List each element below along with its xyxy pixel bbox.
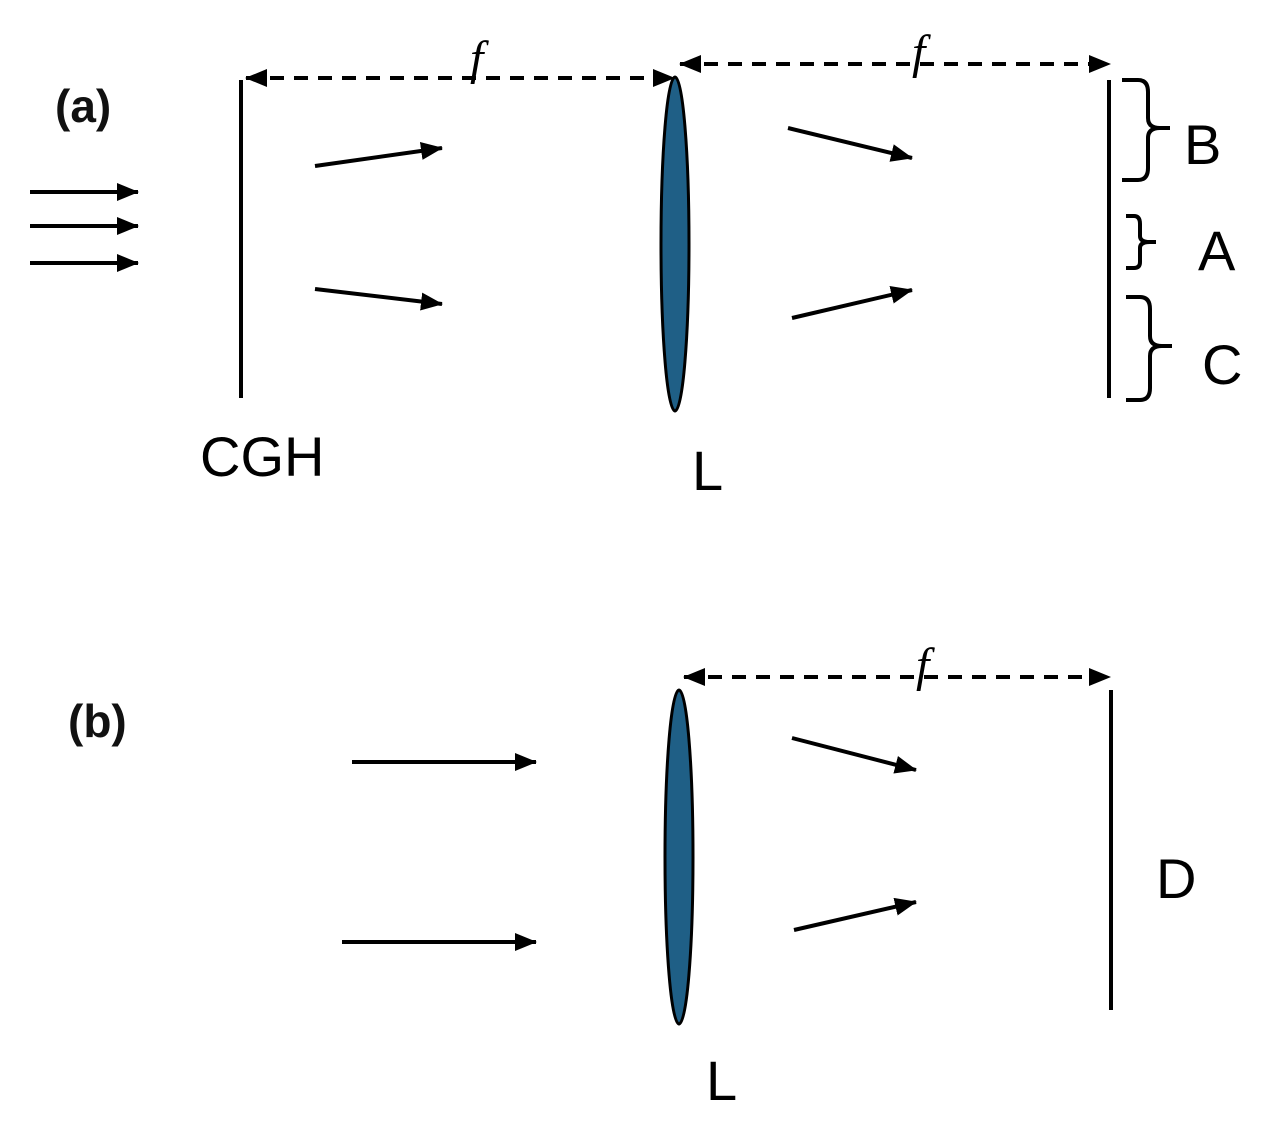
panel-a-label: (a) bbox=[55, 80, 111, 132]
brace-a bbox=[1126, 214, 1156, 270]
brace-b bbox=[1122, 78, 1170, 182]
cgh-label: CGH bbox=[200, 425, 324, 488]
focal-label-b: f bbox=[916, 639, 935, 692]
panel-b-incident-beams bbox=[342, 753, 537, 951]
panel-a-diffracted-rays bbox=[314, 142, 443, 311]
region-c-label: C bbox=[1202, 333, 1242, 396]
ray-down bbox=[787, 126, 913, 162]
ray-up bbox=[793, 897, 917, 932]
ray-down bbox=[314, 287, 443, 311]
lens-a bbox=[659, 75, 691, 413]
ray-down bbox=[791, 736, 917, 774]
region-b-label: B bbox=[1184, 113, 1221, 176]
focal-label-2: f bbox=[912, 26, 931, 79]
brace-c bbox=[1126, 295, 1172, 402]
ray-up bbox=[314, 142, 443, 168]
panel-a-incident-beams bbox=[30, 183, 139, 272]
plane-d-label: D bbox=[1156, 847, 1196, 910]
panel-a-focused-rays bbox=[787, 126, 913, 320]
region-a-label: A bbox=[1198, 219, 1236, 282]
lens-b bbox=[663, 688, 695, 1026]
lens-a-label: L bbox=[692, 439, 723, 502]
panel-b-focused-rays bbox=[791, 736, 917, 932]
lens-b-label: L bbox=[706, 1049, 737, 1112]
ray-up bbox=[791, 286, 913, 320]
region-braces bbox=[1122, 78, 1172, 402]
panel-b-label: (b) bbox=[68, 695, 127, 747]
